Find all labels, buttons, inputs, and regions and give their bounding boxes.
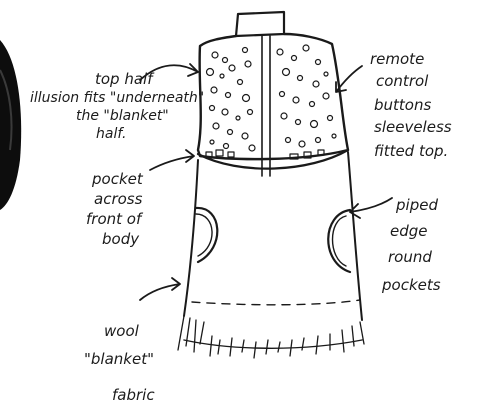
annotation-top-half: top half illusion fits "underneath" the … xyxy=(30,70,204,142)
svg-text:pocket: pocket xyxy=(91,170,144,188)
svg-text:half.: half. xyxy=(96,126,126,142)
annotation-wool-blanket: wool "blanket" fabric xyxy=(84,322,155,404)
svg-text:"blanket": "blanket" xyxy=(84,350,154,368)
svg-text:body: body xyxy=(102,230,140,248)
annotation-remote-buttons: remote control buttons sleeveless fitted… xyxy=(370,50,452,160)
svg-text:fitted top.: fitted top. xyxy=(374,142,448,160)
svg-text:buttons: buttons xyxy=(374,96,431,114)
arrow-wool xyxy=(140,278,180,300)
svg-text:sleeveless: sleeveless xyxy=(374,118,452,136)
annotation-piped-pockets: piped edge round pockets xyxy=(381,196,441,294)
svg-text:pockets: pockets xyxy=(381,276,441,294)
arrow-pocket xyxy=(150,150,194,170)
remote-button-texture xyxy=(206,45,336,159)
photo-fragment xyxy=(0,40,21,210)
svg-text:fabric: fabric xyxy=(112,386,155,404)
svg-text:the "blanket": the "blanket" xyxy=(76,108,169,124)
svg-text:illusion fits "underneath": illusion fits "underneath" xyxy=(30,90,204,106)
annotation-pocket: pocket across front of body xyxy=(86,170,144,248)
svg-text:front of: front of xyxy=(86,210,144,228)
svg-text:top half: top half xyxy=(95,70,155,88)
svg-text:control: control xyxy=(376,72,429,90)
svg-text:remote: remote xyxy=(370,50,424,68)
svg-text:wool: wool xyxy=(104,322,140,340)
svg-text:across: across xyxy=(94,190,143,208)
svg-text:piped: piped xyxy=(395,196,438,214)
svg-text:round: round xyxy=(388,248,432,266)
garment-sketch xyxy=(178,12,364,358)
left-pocket xyxy=(196,208,217,262)
svg-text:edge: edge xyxy=(390,222,428,240)
arrow-piped xyxy=(350,198,392,218)
arrow-remote xyxy=(336,66,362,92)
